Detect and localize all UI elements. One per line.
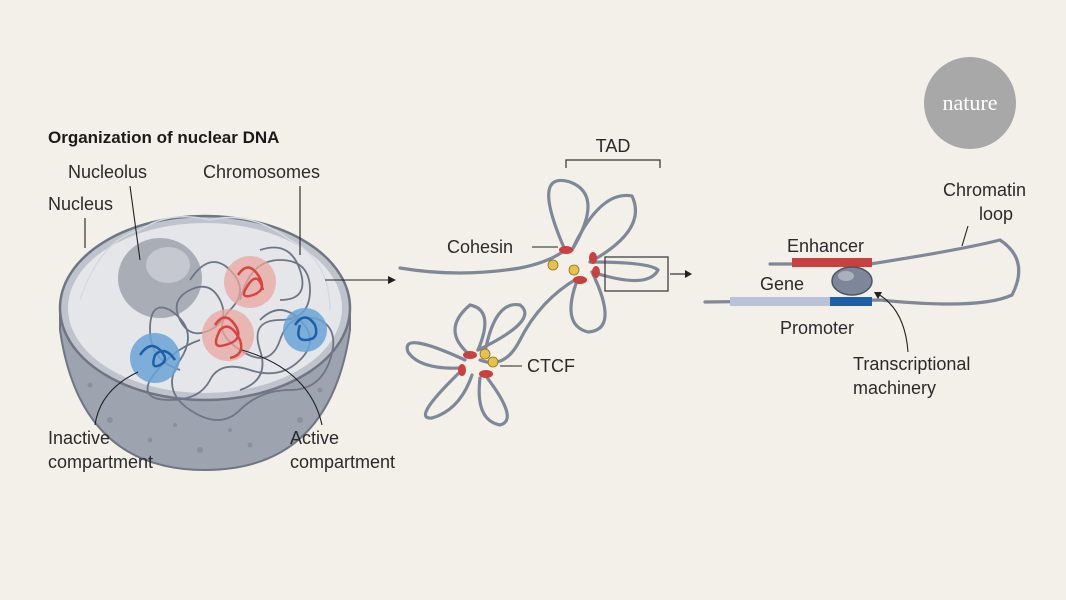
diagram-title: Organization of nuclear DNA [48, 128, 279, 147]
label-enhancer: Enhancer [787, 236, 864, 256]
label-nucleus: Nucleus [48, 194, 113, 214]
transcriptional-machinery [831, 266, 873, 296]
label-machinery: machinery [853, 378, 936, 398]
nucleus-illustration [58, 214, 396, 472]
label-active-2: compartment [290, 452, 395, 472]
label-loop: loop [979, 204, 1013, 224]
tad-cluster [398, 159, 692, 365]
label-tad: TAD [596, 136, 631, 156]
chromatin-loop [703, 238, 1021, 306]
label-gene: Gene [760, 274, 804, 294]
inactive-compartment [130, 308, 327, 383]
enhancer-bar [792, 258, 872, 267]
label-active-1: Active [290, 428, 339, 448]
gene-bar [730, 297, 830, 306]
nature-logo: nature [924, 57, 1016, 149]
label-promoter: Promoter [780, 318, 854, 338]
label-inactive-1: Inactive [48, 428, 110, 448]
label-ctcf: CTCF [527, 356, 575, 376]
label-inactive-2: compartment [48, 452, 153, 472]
label-nucleolus: Nucleolus [68, 162, 147, 182]
label-cohesin: Cohesin [447, 237, 513, 257]
label-chromatin: Chromatin [943, 180, 1026, 200]
svg-text:nature: nature [943, 90, 998, 115]
active-compartment [202, 256, 276, 361]
ctcf-cluster [405, 302, 527, 427]
label-chromosomes: Chromosomes [203, 162, 320, 182]
label-transcriptional: Transcriptional [853, 354, 970, 374]
promoter-bar [830, 297, 872, 306]
